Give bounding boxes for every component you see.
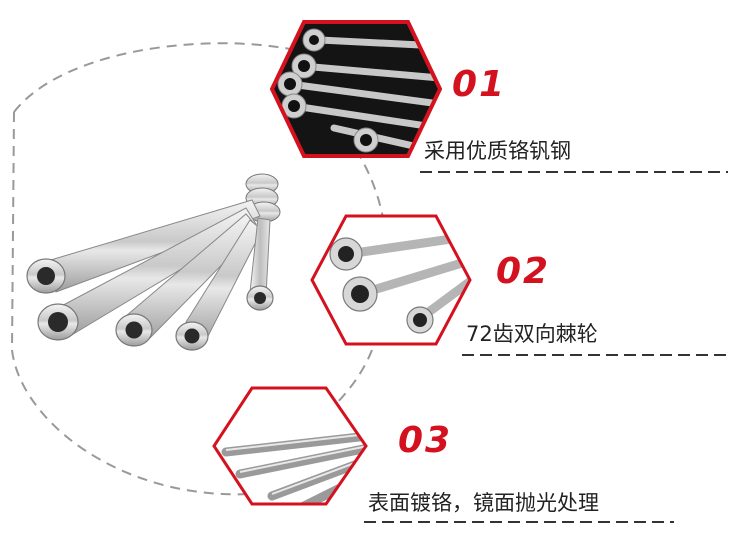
feature-photo-2 [310, 214, 472, 346]
feature-photo-3 [212, 386, 368, 506]
feature-number-1: 01 [452, 64, 507, 105]
feature-text-3: 表面镀铬，镜面抛光处理 [368, 491, 599, 515]
ratcheting-wrench-set-icon [26, 173, 281, 351]
feature-photo-1 [269, 20, 443, 158]
feature-text-2: 72齿双向棘轮 [466, 322, 598, 346]
feature-number-3: 03 [398, 420, 453, 461]
feature-text-1: 采用优质铬钒钢 [424, 139, 571, 163]
feature-number-2: 02 [496, 251, 551, 292]
